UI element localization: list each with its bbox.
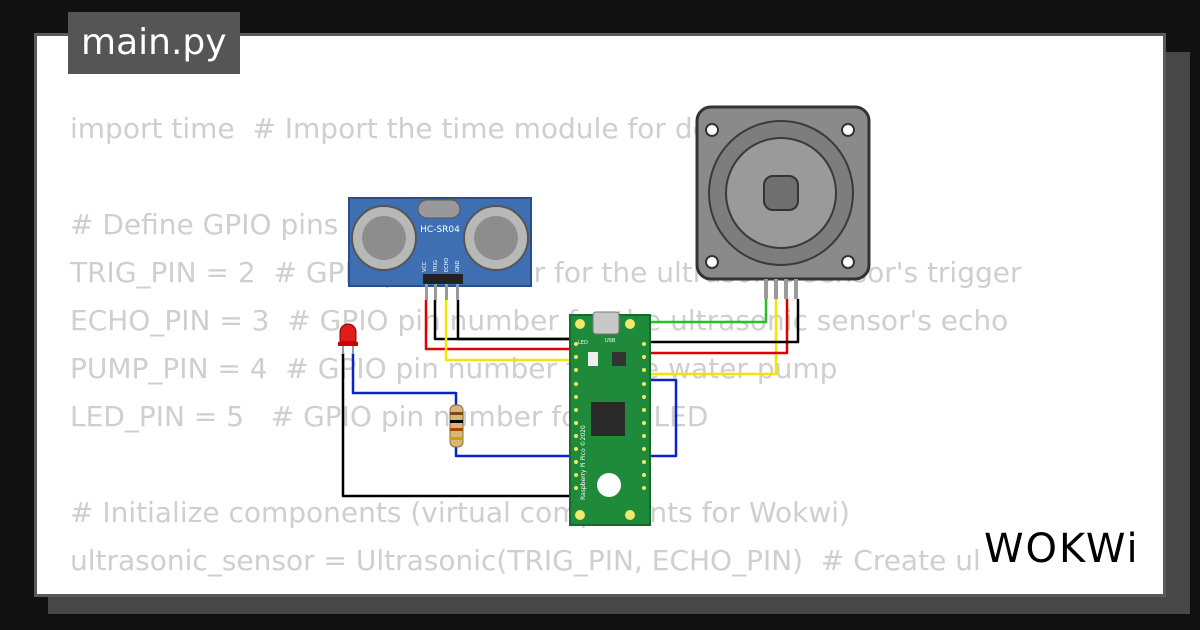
stepper-motor[interactable] — [695, 105, 871, 299]
sensor-name-label: HC-SR04 — [420, 225, 460, 235]
svg-text:USB: USB — [605, 338, 616, 344]
resistor[interactable] — [449, 404, 464, 448]
svg-text:VCC: VCC — [422, 261, 428, 272]
svg-text:TRIG: TRIG — [433, 260, 439, 273]
filename-tab[interactable]: main.py — [68, 12, 240, 74]
ultrasonic-sensor[interactable]: HC-SR04 VCC TRIG ECHO GND — [348, 197, 532, 300]
board-pins — [574, 342, 646, 490]
board-model-label: Raspberry Pi Pico ©2020 — [580, 425, 587, 500]
raspberry-pi-pico-board[interactable]: USB LED Raspberry Pi Pico ©2020 — [569, 311, 651, 526]
wokwi-logo[interactable]: WOKWi — [980, 524, 1144, 574]
svg-text:LED: LED — [578, 340, 588, 346]
svg-text:GND: GND — [455, 260, 461, 272]
code-text: import time # Import the time module for… — [70, 112, 1093, 594]
red-led[interactable] — [338, 323, 358, 354]
svg-text:ECHO: ECHO — [444, 258, 450, 272]
